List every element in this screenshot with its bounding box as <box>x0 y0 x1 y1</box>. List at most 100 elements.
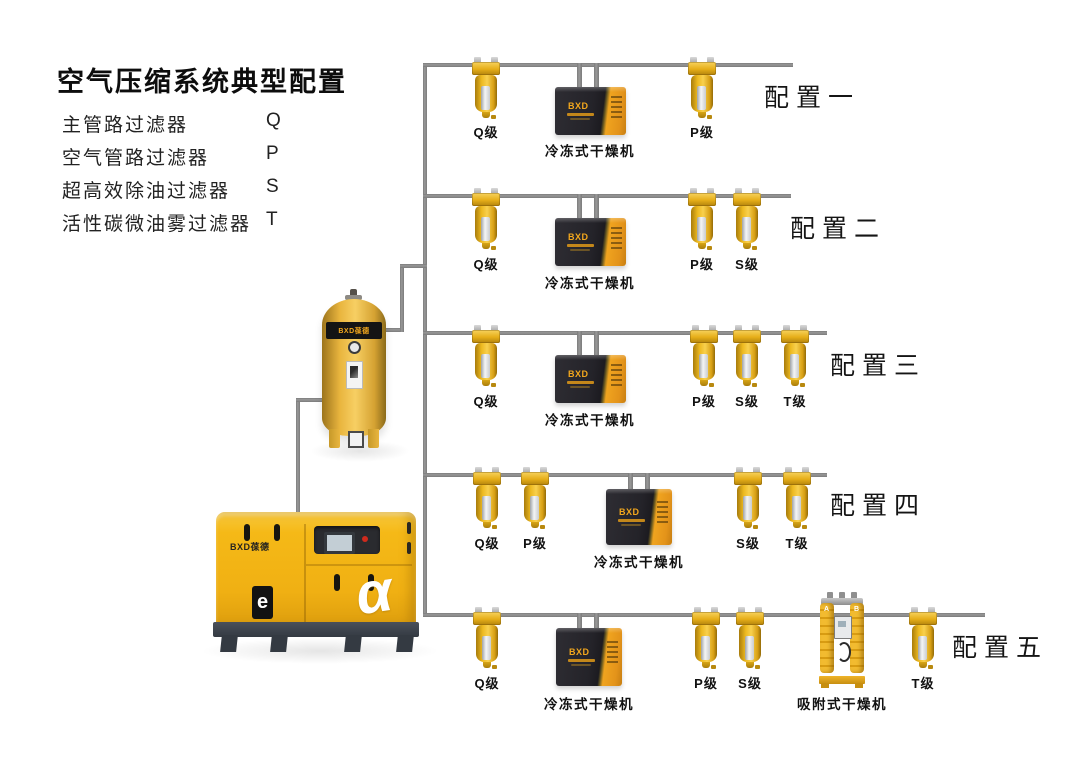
legend-item-p: 空气管路过滤器 <box>62 148 210 169</box>
filter-body <box>475 75 497 112</box>
filter-grade-label: T级 <box>785 536 809 551</box>
display-screen <box>324 532 355 554</box>
filter-s <box>735 607 765 671</box>
dryer-tower-a: A <box>820 603 834 673</box>
filter-t <box>908 607 938 671</box>
tank-valve <box>345 295 362 300</box>
filter-grade-label: Q级 <box>474 676 500 691</box>
pipe-dryer-stub <box>594 63 599 90</box>
legend-code-s: S <box>266 176 279 197</box>
adsorption-dryer-label: 吸附式干燥机 <box>797 697 887 712</box>
legend-item-q: 主管路过滤器 <box>62 115 189 136</box>
compressor-base <box>213 622 419 637</box>
filter-p <box>520 467 550 531</box>
vent-slot <box>334 574 340 591</box>
compressor-foot <box>344 635 362 652</box>
refrigerated-dryer: BXD <box>555 218 626 266</box>
dryer-foot <box>855 683 863 688</box>
config-1-label: 配置一 <box>764 84 861 112</box>
filter-p <box>687 188 717 252</box>
filter-grade-label: S级 <box>736 536 760 551</box>
hinge <box>407 542 411 554</box>
pipe-dryer-stub <box>577 194 582 221</box>
config-4-label: 配置四 <box>830 492 927 520</box>
filter-grade-label: Q级 <box>473 394 499 409</box>
dryer-manifold <box>821 598 863 605</box>
refrigerated-dryer-label: 冷冻式干燥机 <box>594 555 684 570</box>
pipe-dryer-stub <box>594 613 599 630</box>
dryer-fitting <box>827 592 833 599</box>
pipe-dryer-stub <box>577 63 582 90</box>
dryer-label-bar <box>567 113 594 116</box>
e-badge: e <box>252 586 273 619</box>
pipe-row1 <box>423 63 793 67</box>
filter-grade-label: Q级 <box>473 125 499 140</box>
air-tank: BXD葆德 <box>321 289 387 455</box>
vent-slot <box>368 574 374 591</box>
refrigerated-dryer-label: 冷冻式干燥机 <box>545 413 635 428</box>
pipe-row3 <box>423 331 827 335</box>
refrigerated-dryer-label: 冷冻式干燥机 <box>544 697 634 712</box>
tank-sticker <box>346 361 363 389</box>
filter-grade-label: P级 <box>690 125 714 140</box>
pipe-row4 <box>423 473 827 477</box>
filter-drain <box>482 112 490 118</box>
filter-grade-label: Q级 <box>474 536 500 551</box>
filter-grade-label: P级 <box>692 394 716 409</box>
alpha-mark: α <box>351 557 397 628</box>
filter-q <box>471 325 501 389</box>
filter-grade-label: Q级 <box>473 257 499 272</box>
filter-grade-label: P级 <box>694 676 718 691</box>
legend-item-s: 超高效除油过滤器 <box>62 181 231 202</box>
filter-grade-label: S级 <box>735 257 759 272</box>
filter-stripe <box>481 86 490 110</box>
pipe-dryer-stub <box>594 331 599 358</box>
dryer-vents <box>611 96 622 119</box>
filter-grade-label: T级 <box>783 394 807 409</box>
tank-valve <box>350 289 357 298</box>
filter-t <box>780 325 810 389</box>
dryer-hose <box>837 642 851 662</box>
dryer-fitting <box>839 592 845 599</box>
dryer-label-bar <box>570 118 590 120</box>
brand-logo: BXD <box>568 101 589 111</box>
config-5-label: 配置五 <box>952 634 1049 662</box>
filter-q <box>472 467 502 531</box>
tank-brand-band: BXD葆德 <box>326 322 382 339</box>
refrigerated-dryer: BXD <box>555 355 626 403</box>
refrigerated-dryer-label: 冷冻式干燥机 <box>545 144 635 159</box>
refrigerated-dryer: BXD <box>606 489 672 545</box>
air-compressor: BXD葆德 e α <box>213 503 419 655</box>
dryer-foot <box>821 683 829 688</box>
legend-code-q: Q <box>266 110 281 131</box>
tank-body: BXD葆德 <box>322 299 386 436</box>
filter-t <box>782 467 812 531</box>
filter-fitting <box>474 57 481 64</box>
filter-grade-label: T级 <box>911 676 935 691</box>
filter-cap <box>472 62 500 75</box>
filter-s <box>732 188 762 252</box>
dryer-base <box>819 676 865 684</box>
legend-code-t: T <box>266 209 278 230</box>
compressor-foot <box>270 635 288 652</box>
filter-p <box>689 325 719 389</box>
hinge <box>407 522 411 534</box>
pipe-tank-out <box>380 328 404 332</box>
pipe-dryer-stub <box>577 613 582 630</box>
dryer-fitting <box>851 592 857 599</box>
config-2-label: 配置二 <box>790 215 887 243</box>
pipe-tank-riser <box>400 264 404 332</box>
panel-seam <box>306 564 412 566</box>
compressor-foot <box>220 635 238 652</box>
pipe-row2 <box>423 194 791 198</box>
legend-item-t: 活性碳微油雾过滤器 <box>62 214 252 235</box>
tank-leg <box>329 429 340 448</box>
dryer-control-panel <box>834 616 852 639</box>
page-title: 空气压缩系统典型配置 <box>57 67 347 97</box>
tank-leg <box>368 429 379 448</box>
filter-fitting <box>491 57 498 64</box>
vent-slot <box>244 524 250 541</box>
pipe-dryer-stub <box>628 473 633 491</box>
emergency-stop-button <box>362 536 368 542</box>
